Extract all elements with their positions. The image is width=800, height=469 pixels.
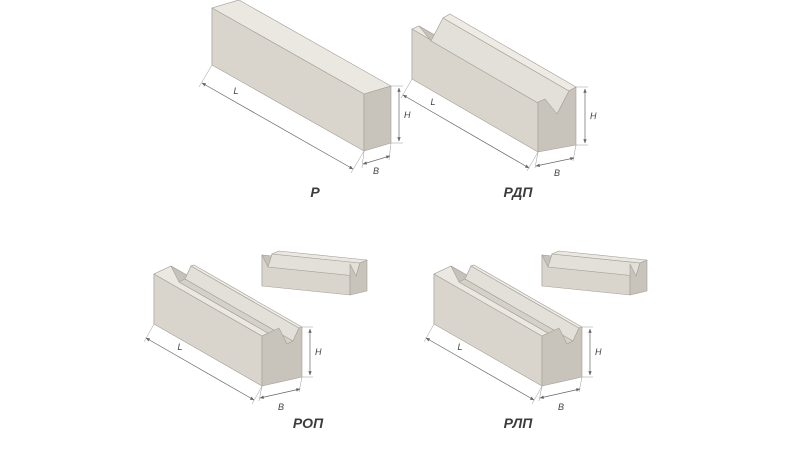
figure-single-shelf-beam-right: L H B (424, 251, 647, 412)
extension-line (388, 142, 392, 161)
figure-plain-beam: L H B (198, 0, 411, 176)
dim-label-length: L (457, 342, 462, 352)
dim-label-width: B (554, 168, 560, 178)
dim-label-length: L (177, 342, 182, 352)
figure-single-shelf-beam-left: L H B (144, 251, 367, 412)
dim-label-height: H (595, 347, 602, 357)
width-dimension-line (535, 157, 575, 167)
extension-line (198, 64, 213, 88)
dim-label-length: L (233, 86, 238, 96)
length-dimension-line (402, 94, 530, 169)
extension-line (572, 144, 577, 162)
dim-label-height: H (315, 347, 322, 357)
extension-line (350, 150, 365, 174)
beam-end-face (363, 85, 392, 152)
dim-label-height: H (590, 111, 597, 121)
width-dimension-line (362, 155, 391, 165)
figure-caption-r: Р (310, 184, 320, 200)
dim-label-length: L (430, 97, 435, 107)
dim-label-width: B (278, 402, 284, 412)
extension-line (400, 78, 413, 99)
figure-caption-rdp: РДП (504, 184, 534, 200)
figure-caption-rop: РОП (293, 415, 324, 431)
dim-label-width: B (558, 402, 564, 412)
beam-end-face (537, 86, 577, 153)
figure-caption-rlp: РЛП (504, 415, 534, 431)
single-shelf-beam (144, 251, 367, 404)
dim-label-height: H (404, 110, 411, 120)
length-dimension-line (201, 82, 354, 170)
dim-label-width: B (373, 166, 379, 176)
single-shelf-beam (424, 251, 647, 404)
figure-double-shelf-beam: L H B (400, 13, 597, 178)
